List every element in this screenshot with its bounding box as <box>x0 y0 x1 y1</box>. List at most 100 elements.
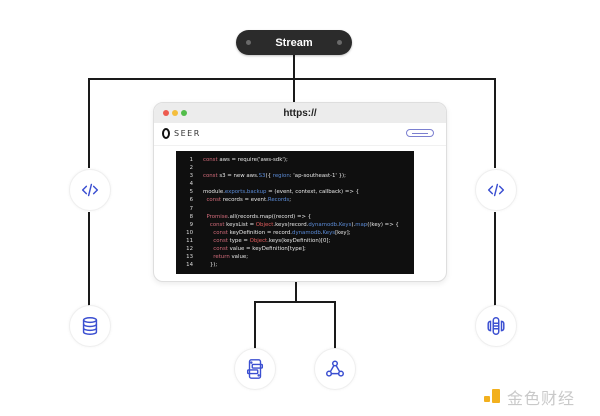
code-line: 1 const aws = require('aws-sdk'); <box>176 156 414 164</box>
code-token <box>203 222 210 228</box>
code-token: }); <box>203 262 218 269</box>
line-number: 14 <box>186 262 193 269</box>
code-token: Object <box>255 221 274 228</box>
code-token: dynamodb <box>292 229 321 236</box>
line-number: 6 <box>189 197 193 204</box>
code-text: module.exports.backup = (event, context,… <box>203 188 359 196</box>
code-line: 13 return value; <box>176 253 414 261</box>
database-node[interactable] <box>69 305 111 347</box>
code-token: Object <box>249 237 268 244</box>
code-token: aws = require('aws-sdk'); <box>217 157 288 163</box>
code-node-right[interactable] <box>475 169 517 211</box>
code-line: 4 <box>176 180 414 188</box>
function-node[interactable] <box>475 305 517 347</box>
code-text: const value = keyDefinition[type]; <box>203 245 306 253</box>
brand-name: SEER <box>174 129 201 138</box>
code-icon <box>487 183 505 197</box>
code-token: module. <box>203 189 225 196</box>
connector-bottom-right <box>334 301 336 349</box>
line-number: 11 <box>186 237 193 244</box>
code-token: .keys(record. <box>273 221 309 228</box>
code-token: .all(records.map((record) => { <box>227 213 312 220</box>
code-token: const <box>213 237 228 244</box>
browser-url[interactable]: https:// <box>283 107 317 119</box>
mobile-app-node[interactable] <box>234 348 276 390</box>
code-token: S3 <box>258 173 266 180</box>
code-token: const <box>209 221 225 228</box>
code-token: ({ <box>265 173 273 180</box>
code-token: type = <box>227 237 250 244</box>
close-dot[interactable] <box>163 110 169 116</box>
code-token: Promise <box>206 213 228 220</box>
code-line: 7 <box>176 205 414 213</box>
code-token: map <box>355 221 368 228</box>
connector-right-bottom <box>494 212 496 306</box>
minimize-dot[interactable] <box>172 110 178 116</box>
watermark: 金色财经 <box>484 385 575 409</box>
code-token: . <box>320 229 323 236</box>
pill-dot-right <box>337 40 342 45</box>
database-icon <box>82 317 98 335</box>
line-number: 9 <box>189 221 193 228</box>
code-token: Keys <box>338 221 352 228</box>
code-text: const keysList = Object.keys(record.dyna… <box>203 221 399 229</box>
line-number: 2 <box>189 165 193 172</box>
code-token: const <box>213 246 228 253</box>
connector-left-bottom <box>88 212 90 306</box>
code-token: keysList = <box>224 221 256 228</box>
browser-window: https:// SEER 1 const aws = require('aws-… <box>153 102 447 282</box>
code-text: Promise.all(records.map((record) => { <box>203 213 311 221</box>
code-line: 10 const keyDefinition = record.dynamodb… <box>176 229 414 237</box>
code-token: region <box>272 173 290 180</box>
mobile-app-icon <box>246 359 264 379</box>
code-token <box>203 230 213 236</box>
stream-node[interactable]: Stream <box>236 30 352 55</box>
jinse-logo-icon <box>484 389 502 405</box>
webhook-node[interactable] <box>314 348 356 390</box>
line-number: 10 <box>186 229 193 236</box>
line-number: 4 <box>189 181 193 188</box>
code-token: exports <box>224 189 246 196</box>
code-token: ((key) => { <box>367 221 399 228</box>
connector-browser-down <box>295 281 297 302</box>
code-token: [key]; <box>335 229 351 236</box>
code-line: 8 Promise.all(records.map((record) => { <box>176 213 414 221</box>
code-text: const aws = require('aws-sdk'); <box>203 156 288 164</box>
code-token: .keys(keyDefinition)[0]; <box>267 237 331 244</box>
line-number: 5 <box>189 189 193 196</box>
code-line: 9 const keysList = Object.keys(record.dy… <box>176 221 414 229</box>
menu-button[interactable] <box>406 129 434 137</box>
code-line: 5 module.exports.backup = (event, context… <box>176 188 414 196</box>
connector-bottom-left <box>254 301 256 349</box>
code-token: . <box>245 189 247 196</box>
line-number: 12 <box>186 246 193 253</box>
code-icon <box>81 183 99 197</box>
code-token: const <box>213 229 228 236</box>
stream-label: Stream <box>275 36 313 49</box>
app-header: SEER <box>154 123 446 146</box>
maximize-dot[interactable] <box>181 110 187 116</box>
code-line: 2 <box>176 164 414 172</box>
code-line: 14 }); <box>176 261 414 269</box>
code-line: 6 const records = event.Records; <box>176 196 414 204</box>
code-token <box>203 254 213 260</box>
browser-titlebar: https:// <box>154 103 446 123</box>
seer-logo: SEER <box>162 128 201 139</box>
code-token: Records <box>267 197 290 204</box>
code-node-left[interactable] <box>69 169 111 211</box>
code-token: Keys <box>322 229 336 236</box>
code-token: ; <box>289 197 292 204</box>
line-number: 1 <box>189 157 193 163</box>
code-token: const <box>203 173 218 180</box>
code-token: const <box>203 157 218 163</box>
hamburger-icon <box>412 132 428 134</box>
seer-logo-icon <box>162 128 170 139</box>
code-token <box>203 246 213 252</box>
code-token: ). <box>351 221 356 228</box>
code-token <box>203 238 213 244</box>
code-token: = (event, context, callback) => { <box>266 189 360 196</box>
code-token: dynamodb <box>308 221 338 228</box>
code-token: return <box>213 254 230 261</box>
code-token: records = event. <box>221 197 268 204</box>
